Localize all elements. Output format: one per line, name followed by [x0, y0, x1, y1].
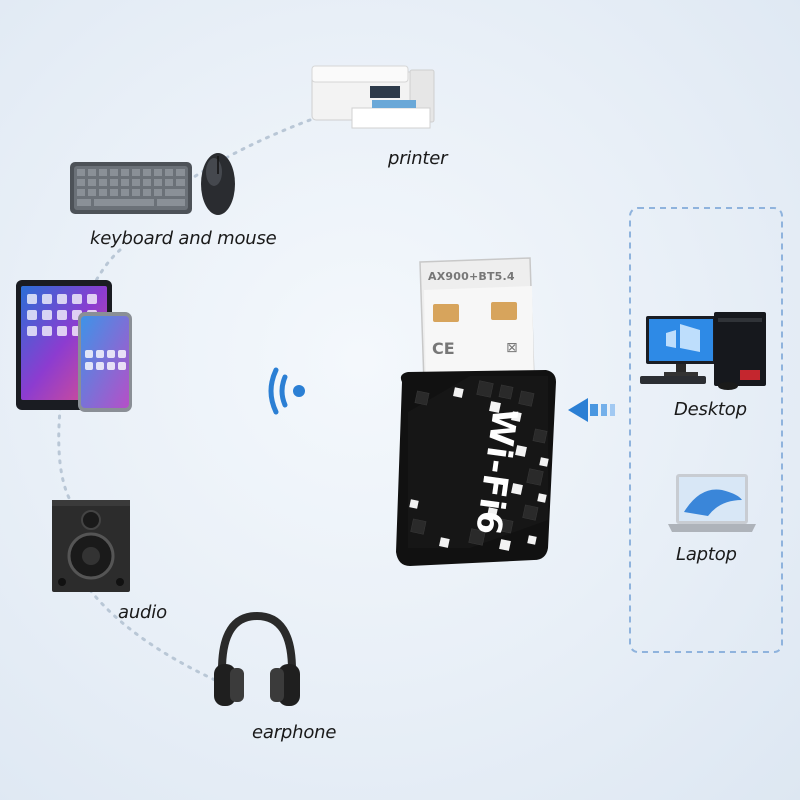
keyboard-icon: [70, 162, 192, 214]
printer-label: printer: [388, 148, 448, 169]
headphones-icon: [214, 611, 300, 706]
svg-text:CE: CE: [432, 339, 455, 358]
mouse-icon: [201, 153, 235, 215]
audio-label: audio: [118, 602, 167, 623]
laptop-label: Laptop: [676, 544, 737, 565]
laptop-icon: [668, 474, 756, 532]
usb-adapter-icon: CE ⊠: [396, 257, 556, 566]
adapter-spec-label: AX900+BT5.4: [428, 270, 515, 283]
printer-icon: [311, 65, 435, 129]
earphone-label: earphone: [252, 722, 337, 743]
speaker-icon: [52, 500, 130, 592]
svg-text:⊠: ⊠: [506, 340, 518, 356]
desktop-label: Desktop: [674, 399, 747, 420]
computers-group-box: [629, 207, 783, 653]
arrow-left-icon: [568, 398, 615, 422]
keyboard-mouse-label: keyboard and mouse: [90, 228, 277, 249]
wireless-signal-icon: [268, 367, 305, 415]
desktop-icon: [640, 312, 766, 390]
phone-icon: [78, 312, 132, 412]
